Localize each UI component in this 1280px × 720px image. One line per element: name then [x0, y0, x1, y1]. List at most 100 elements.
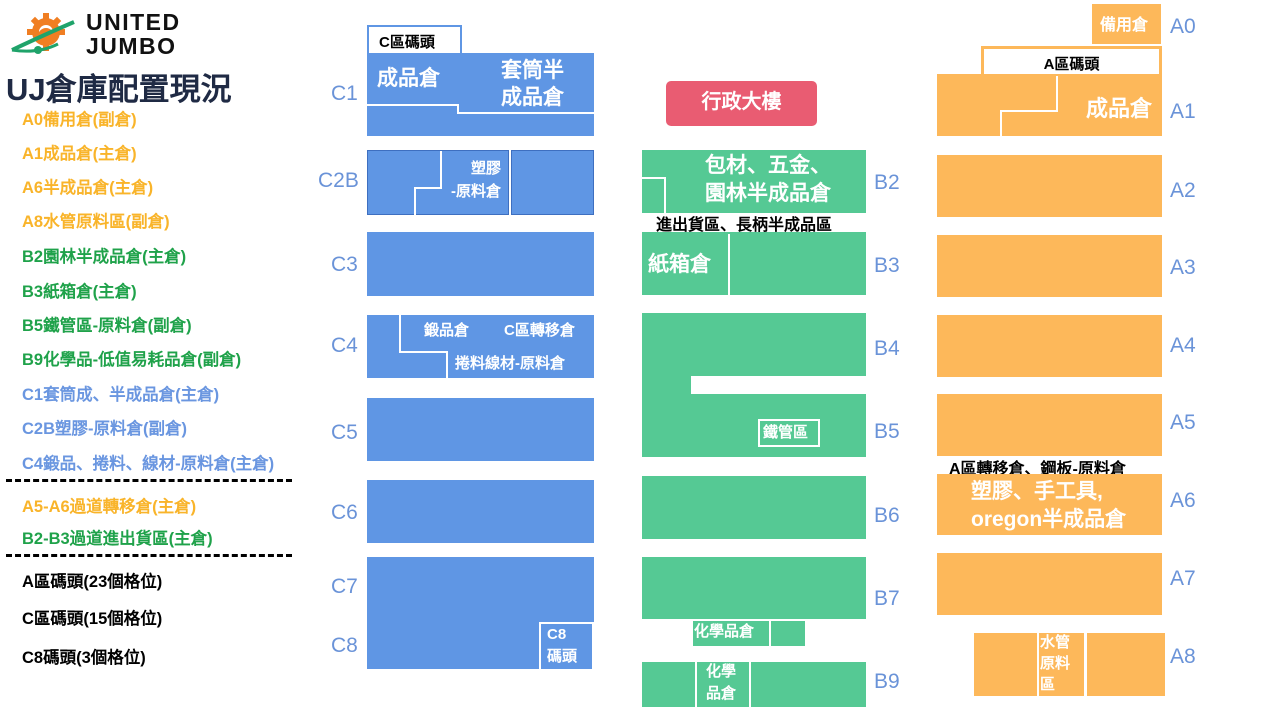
b2-label-1: 包材、五金、 [705, 154, 831, 177]
company-logo [8, 10, 80, 56]
warehouse-b2[interactable]: 包材、五金、 園林半成品倉 [642, 150, 866, 213]
row-label-c6: C6 [331, 501, 358, 524]
gear-logo-icon [11, 13, 75, 54]
a6-label-1: 塑膠、手工具, [971, 480, 1103, 503]
warehouse-a7[interactable] [937, 553, 1162, 615]
a1-finished-label: 成品倉 [1085, 96, 1152, 121]
warehouse-b4-b5[interactable]: 鐵管區 [642, 313, 866, 457]
legend-item: B5鐵管區-原料倉(副倉) [22, 317, 192, 335]
b9-chemical-label-1: 化學 [706, 663, 737, 680]
b2-b3-aisle-label: 進出貨區、長柄半成品區 [656, 217, 833, 234]
row-label-a4: A4 [1170, 334, 1196, 357]
legend-item: C8碼頭(3個格位) [22, 649, 146, 667]
chemical-store-small[interactable]: 化學品倉 [693, 621, 805, 646]
b3-carton-label: 紙箱倉 [648, 253, 711, 276]
a-dock-box[interactable]: A區碼頭 [981, 46, 1162, 74]
row-label-c7: C7 [331, 575, 358, 598]
warehouse-a5[interactable] [937, 394, 1162, 456]
warehouse-a4[interactable] [937, 315, 1162, 377]
legend-item: B9化學品-低值易耗品倉(副倉) [22, 351, 242, 369]
warehouse-c2b-left[interactable]: 塑膠 -原料倉 [367, 150, 509, 215]
legend-item: B2-B3過道進出貨區(主倉) [22, 530, 213, 548]
c8-dock-label-2: 碼頭 [547, 648, 578, 665]
warehouse-b9[interactable]: 化學 品倉 [642, 662, 866, 707]
row-label-c3: C3 [331, 253, 358, 276]
c1-sleeve-label-1: 套筒半 [501, 59, 564, 82]
legend-divider [6, 479, 292, 482]
chemical-store-label: 化學品倉 [694, 623, 755, 640]
logo-line-1: UNITED [86, 9, 181, 35]
c8-dock-label-1: C8 [547, 626, 567, 643]
row-label-b6: B6 [874, 504, 900, 527]
a8-label-2: 原料 [1040, 655, 1071, 672]
legend-item: A5-A6過道轉移倉(主倉) [22, 498, 197, 516]
legend-item: C2B塑膠-原料倉(副倉) [22, 420, 187, 438]
a8-label-3: 區 [1040, 676, 1056, 693]
warehouse-a6[interactable]: 塑膠、手工具, oregon半成品倉 [937, 474, 1162, 535]
warehouse-c2b-right[interactable] [511, 150, 594, 215]
a5-a6-aisle-label: A區轉移倉、鋼板-原料倉 [949, 461, 1126, 478]
row-label-a7: A7 [1170, 567, 1196, 590]
c4-forging-label: 鍛品倉 [424, 322, 470, 339]
c-dock-label: C區碼頭 [379, 34, 435, 51]
warehouse-a2[interactable] [937, 155, 1162, 217]
row-label-a6: A6 [1170, 489, 1196, 512]
logo-text: UNITED JUMBO [86, 10, 181, 58]
row-label-a5: A5 [1170, 411, 1196, 434]
c-dock-box[interactable]: C區碼頭 [367, 25, 462, 53]
legend-item: C4鍛品、捲料、線材-原料倉(主倉) [22, 455, 275, 473]
row-label-b5: B5 [874, 420, 900, 443]
b5-steel-pipe-box[interactable]: 鐵管區 [758, 419, 820, 447]
c1-sleeve-label-2: 成品倉 [501, 86, 564, 109]
legend-item: A8水管原料區(副倉) [22, 213, 170, 231]
row-label-b4: B4 [874, 337, 900, 360]
a8-label-1: 水管 [1040, 634, 1071, 651]
b5-steel-pipe-label: 鐵管區 [763, 424, 809, 441]
row-label-b2: B2 [874, 171, 900, 194]
page-title: UJ倉庫配置現況 [6, 72, 232, 107]
c1-finished-label: 成品倉 [377, 67, 440, 90]
row-label-b7: B7 [874, 587, 900, 610]
warehouse-a1[interactable]: 成品倉 [937, 74, 1162, 136]
legend-item: A區碼頭(23個格位) [22, 573, 163, 591]
warehouse-c1[interactable]: 成品倉 套筒半 成品倉 [367, 53, 594, 136]
warehouse-a3[interactable] [937, 235, 1162, 297]
row-label-c5: C5 [331, 421, 358, 444]
a0-spare-label: 備用倉 [1100, 17, 1149, 34]
warehouse-c3[interactable] [367, 232, 594, 296]
b9-chemical-label-2: 品倉 [706, 685, 737, 702]
row-label-b9: B9 [874, 670, 900, 693]
row-label-a2: A2 [1170, 179, 1196, 202]
warehouse-a8[interactable]: 水管 原料 區 [974, 633, 1165, 696]
c2b-plastic-label-1: 塑膠 [470, 160, 501, 177]
row-label-a1: A1 [1170, 100, 1196, 123]
row-label-c4: C4 [331, 334, 358, 357]
legend-item: A0備用倉(副倉) [22, 111, 137, 129]
c4-transfer-label: C區轉移倉 [504, 322, 575, 339]
legend-item: A1成品倉(主倉) [22, 145, 137, 163]
logo-line-2: JUMBO [86, 33, 177, 59]
warehouse-a0[interactable]: 備用倉 [1092, 4, 1161, 44]
row-label-a8: A8 [1170, 645, 1196, 668]
c2b-plastic-label-2: -原料倉 [451, 183, 501, 200]
c8-dock-box[interactable]: C8 碼頭 [539, 622, 594, 669]
warehouse-c4[interactable]: 鍛品倉 C區轉移倉 捲料線材-原料倉 [367, 315, 594, 378]
legend-item: A6半成品倉(主倉) [22, 179, 154, 197]
b2-label-2: 園林半成品倉 [705, 182, 831, 205]
row-label-a3: A3 [1170, 256, 1196, 279]
legend-item: C區碼頭(15個格位) [22, 610, 163, 628]
warehouse-b3[interactable]: 紙箱倉 [642, 232, 866, 295]
warehouse-c5[interactable] [367, 398, 594, 461]
a-dock-label: A區碼頭 [1043, 56, 1100, 73]
admin-building[interactable]: 行政大樓 [666, 81, 817, 126]
warehouse-c6[interactable] [367, 480, 594, 543]
legend-item: B3紙箱倉(主倉) [22, 283, 137, 301]
admin-building-label: 行政大樓 [701, 91, 782, 113]
warehouse-b6[interactable] [642, 476, 866, 539]
a6-label-2: oregon半成品倉 [971, 508, 1127, 531]
warehouse-b7[interactable] [642, 557, 866, 619]
legend-divider [6, 554, 292, 557]
legend-item: C1套筒成、半成品倉(主倉) [22, 386, 220, 404]
warehouse-c7-c8[interactable]: C8 碼頭 [367, 557, 594, 669]
row-label-b3: B3 [874, 254, 900, 277]
